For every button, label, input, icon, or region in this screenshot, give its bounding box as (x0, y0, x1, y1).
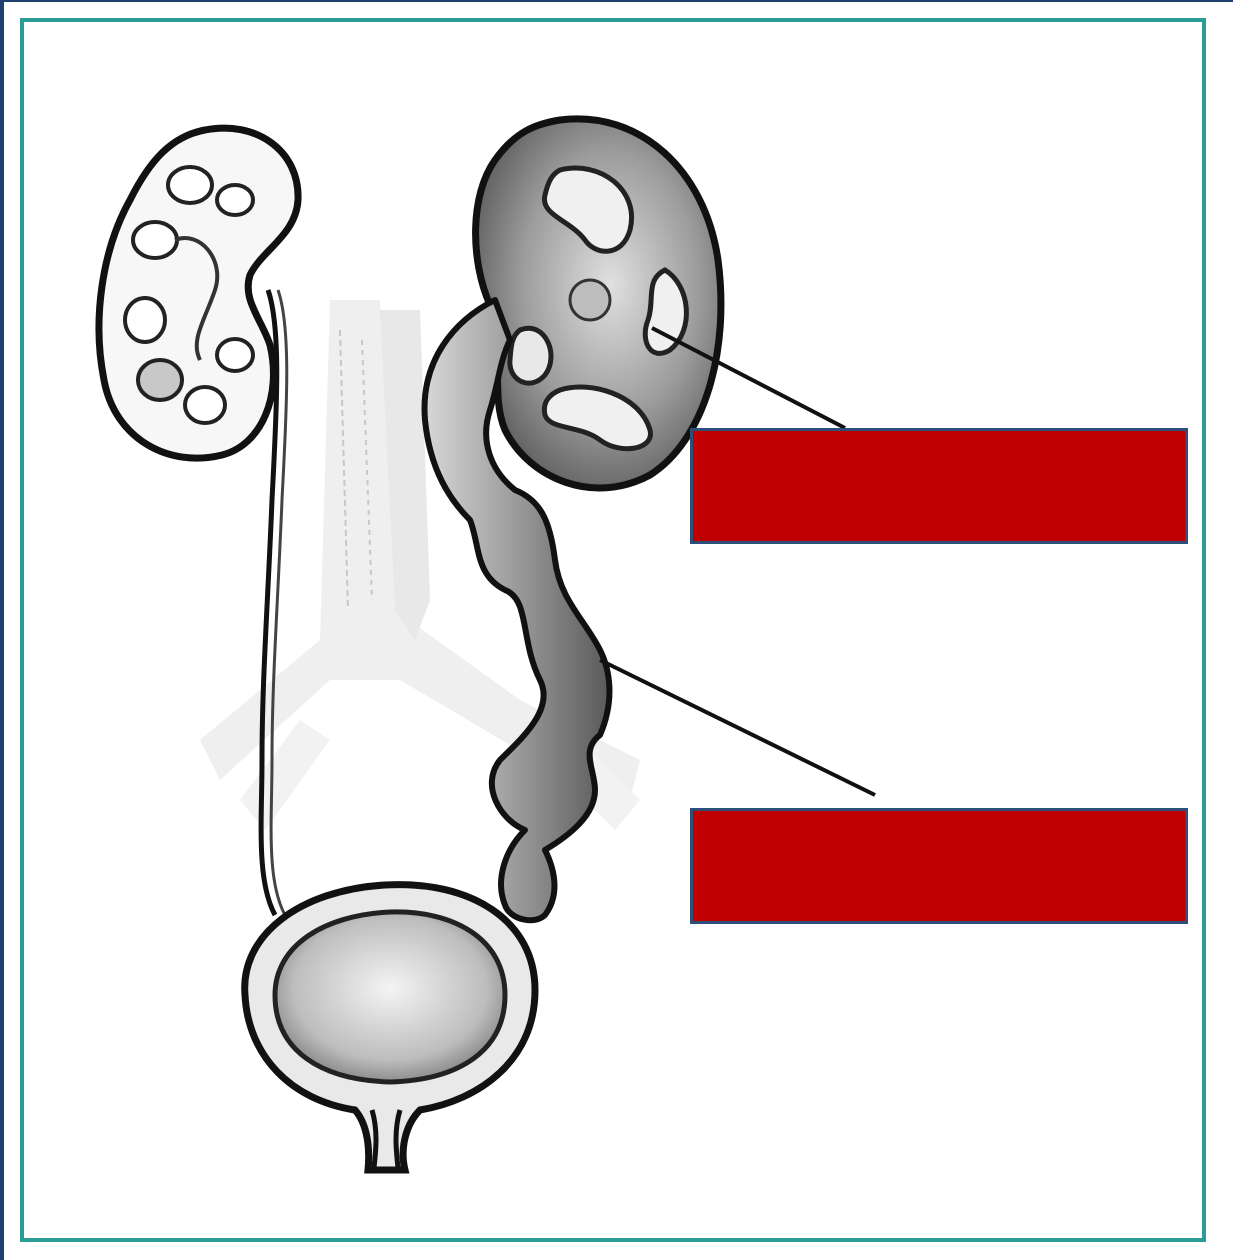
calyx-7 (217, 339, 253, 371)
ureter-label-box (690, 808, 1188, 924)
dilated-pelvis-center (570, 280, 610, 320)
leader-line-ureter (600, 660, 875, 795)
calyx-2 (217, 185, 253, 215)
kidney-label-box (690, 428, 1188, 544)
dilated-calyx-left (510, 328, 551, 383)
calyx-5 (138, 360, 182, 400)
urinary-bladder (245, 885, 535, 1170)
calyx-6 (185, 387, 225, 423)
calyx-1 (168, 167, 212, 203)
calyx-3 (133, 222, 177, 258)
bladder-inner (275, 912, 505, 1082)
calyx-4 (125, 298, 165, 342)
dilated-kidney (476, 119, 721, 488)
